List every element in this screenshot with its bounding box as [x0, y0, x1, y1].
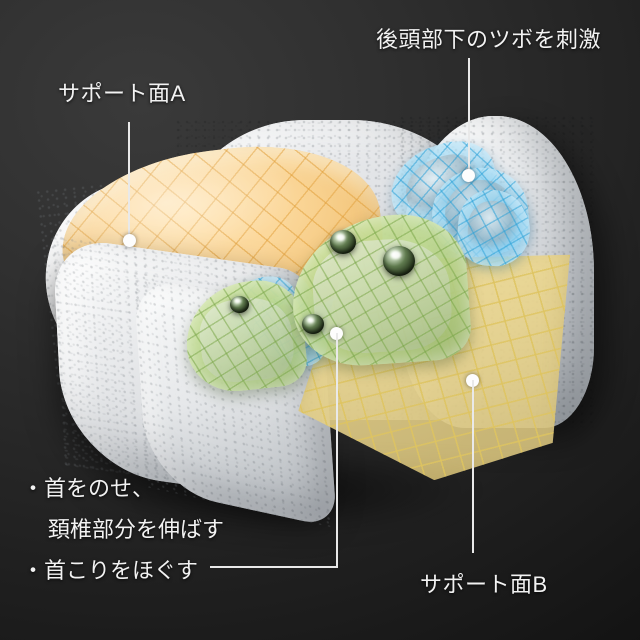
neck-benefit-line-2: 頚椎部分を伸ばす	[48, 517, 225, 542]
leader-line-neck-benefit-vertical	[336, 333, 338, 567]
node-grid	[180, 276, 310, 396]
label-support-surface-a: サポート面A	[58, 81, 186, 106]
leader-line-support-b	[472, 380, 474, 553]
node-grid	[287, 210, 473, 370]
leader-line-neck-benefit-horizontal	[210, 566, 338, 568]
leader-dot-support-a	[123, 234, 136, 247]
label-acupoint-stimulation: 後頭部下のツボを刺激	[376, 27, 602, 52]
leader-dot-acupoint	[462, 169, 475, 182]
leader-line-support-a	[128, 122, 130, 240]
neck-benefit-line-3: ・首こりをほぐす	[22, 558, 199, 583]
steel-ball	[383, 246, 415, 276]
neck-benefit-text-block: ・首をのせ、 頚椎部分を伸ばす ・首こりをほぐす	[22, 478, 224, 582]
steel-ball	[302, 314, 324, 334]
steel-ball	[330, 230, 356, 254]
steel-ball	[230, 296, 249, 313]
airbag-node-blue	[455, 187, 533, 269]
massage-node-green	[180, 276, 310, 396]
label-support-surface-b: サポート面B	[420, 572, 548, 597]
leader-line-acupoint	[468, 58, 470, 175]
massage-node-green	[287, 210, 473, 370]
node-grid	[455, 187, 533, 269]
neck-benefit-line-1: ・首をのせ、	[22, 476, 155, 501]
